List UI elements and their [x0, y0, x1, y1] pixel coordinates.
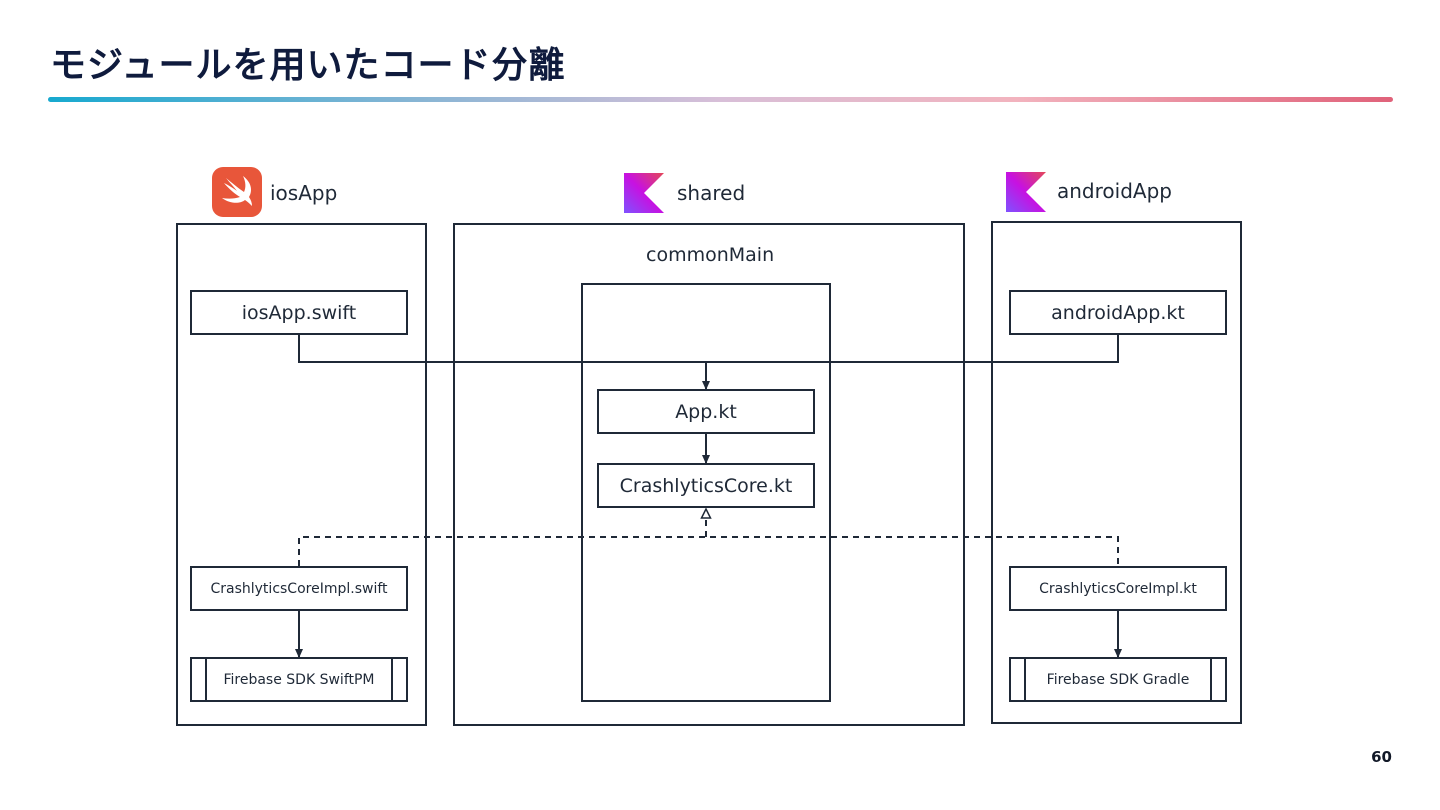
swift-logo-icon — [212, 167, 262, 217]
firebase-sdk-gradle-node: Firebase SDK Gradle — [1009, 657, 1227, 702]
android-app-kt-node: androidApp.kt — [1009, 290, 1227, 335]
firebase-sdk-swiftpm-node: Firebase SDK SwiftPM — [190, 657, 408, 702]
app-kt-node: App.kt — [597, 389, 815, 434]
common-main-label: commonMain — [646, 244, 775, 266]
crashlytics-core-impl-kt-node: CrashlyticsCoreImpl.kt — [1009, 566, 1227, 611]
kotlin-logo-icon — [1006, 172, 1046, 212]
crashlytics-core-kt-node: CrashlyticsCore.kt — [597, 463, 815, 508]
crashlytics-core-impl-swift-node: CrashlyticsCoreImpl.swift — [190, 566, 408, 611]
shared-module-label: shared — [677, 181, 746, 205]
ios-module-label: iosApp — [270, 181, 338, 205]
android-module-label: androidApp — [1057, 179, 1172, 203]
kotlin-logo-icon — [624, 173, 664, 213]
ios-app-swift-node: iosApp.swift — [190, 290, 408, 335]
slide-title: モジュールを用いたコード分離 — [50, 45, 566, 86]
page-number: 60 — [1371, 748, 1392, 766]
title-gradient-rule — [48, 97, 1393, 102]
